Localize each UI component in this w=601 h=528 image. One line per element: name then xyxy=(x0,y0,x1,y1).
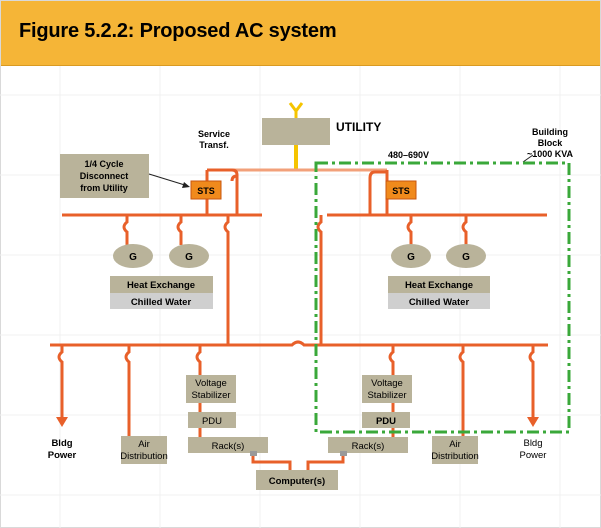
air-dist-label-right-2: Distribution xyxy=(431,451,479,462)
air-dist-label-left-2: Distribution xyxy=(120,451,168,462)
racks-right xyxy=(328,437,408,453)
chilled-water-right xyxy=(388,293,490,309)
antenna-icon xyxy=(288,102,304,118)
sts-switch-left xyxy=(190,180,222,200)
racks-label-right: Rack(s) xyxy=(352,441,385,452)
vs-label-right-2: Stabilizer xyxy=(367,390,406,401)
utility-feed: UTILITY xyxy=(262,102,381,170)
generator-right-2 xyxy=(446,244,486,268)
voltage-label: 480–690V xyxy=(388,150,429,160)
vs-label-right-1: Voltage xyxy=(371,378,403,389)
chilled-water-label-left: Chilled Water xyxy=(131,297,192,308)
racks-label-left: Rack(s) xyxy=(212,441,245,452)
computers-box xyxy=(256,470,338,490)
vs-label-left-2: Stabilizer xyxy=(191,390,230,401)
disconnect-note-1: 1/4 Cycle xyxy=(84,159,123,169)
voltage-stabilizer-left xyxy=(186,375,236,403)
voltage-stabilizer-right xyxy=(362,375,412,403)
sts-wiring xyxy=(205,168,389,215)
pdu-label-right: PDU xyxy=(376,416,396,427)
bldg-power-label-right-2: Power xyxy=(520,450,547,461)
middle-buses xyxy=(62,213,547,345)
disconnect-pointer xyxy=(148,173,189,187)
air-dist-label-left-1: Air xyxy=(138,439,150,450)
generator-label-right-1: G xyxy=(407,252,415,263)
figure-title-bar: Figure 5.2.2: Proposed AC system xyxy=(1,1,600,66)
rack-connector-right xyxy=(340,451,347,456)
air-distribution-left xyxy=(121,436,167,464)
figure-title: Figure 5.2.2: Proposed AC system xyxy=(19,20,337,42)
building-block-label-1: Building xyxy=(532,127,568,137)
service-transf-label-1: Service xyxy=(198,129,230,139)
building-block-label-2: Block xyxy=(538,138,564,148)
generator-label-left-2: G xyxy=(185,252,193,263)
disconnect-note-2: Disconnect xyxy=(80,171,129,181)
bldg-power-arrow-left xyxy=(56,417,68,427)
generator-left-1 xyxy=(113,244,153,268)
generator-left-2 xyxy=(169,244,209,268)
lower-bus xyxy=(50,340,548,436)
bldg-power-label-left-1: Bldg xyxy=(51,438,72,449)
bldg-power-label-right-1: Bldg xyxy=(523,438,542,449)
chilled-water-left xyxy=(110,293,213,309)
building-block-pointer xyxy=(522,154,534,163)
sts-label-right: STS xyxy=(392,186,410,196)
heat-exchange-label-left: Heat Exchange xyxy=(127,280,195,291)
racks-left xyxy=(188,437,268,453)
building-block-label-3: ~1000 KVA xyxy=(527,149,574,159)
disconnect-arrowhead xyxy=(182,182,190,188)
chilled-water-label-right: Chilled Water xyxy=(409,297,470,308)
bldg-power-label-left-2: Power xyxy=(48,450,77,461)
utility-box xyxy=(262,118,330,145)
pdu-left xyxy=(188,412,236,428)
generator-right-1 xyxy=(391,244,431,268)
pdu-label-left: PDU xyxy=(202,416,222,427)
computers-label: Computer(s) xyxy=(269,476,325,487)
utility-label: UTILITY xyxy=(336,120,381,134)
air-distribution-right xyxy=(432,436,478,464)
heat-exchange-label-right: Heat Exchange xyxy=(405,280,473,291)
sts-label-left: STS xyxy=(197,186,215,196)
generator-label-right-2: G xyxy=(462,252,470,263)
heat-exchange-left xyxy=(110,276,213,293)
service-transf-label-2: Transf. xyxy=(199,140,229,150)
air-dist-label-right-1: Air xyxy=(449,439,461,450)
building-block-outline xyxy=(314,161,571,434)
disconnect-note-3: from Utility xyxy=(80,183,128,193)
rack-connector-left xyxy=(250,451,257,456)
heat-exchange-right xyxy=(388,276,490,293)
generator-label-left-1: G xyxy=(129,252,137,263)
sts-switch-right xyxy=(385,180,417,200)
vs-label-left-1: Voltage xyxy=(195,378,227,389)
pdu-right xyxy=(362,412,410,428)
bldg-power-arrow-right xyxy=(527,417,539,427)
rack-computer-links xyxy=(251,453,345,470)
disconnect-note-box xyxy=(60,154,149,198)
